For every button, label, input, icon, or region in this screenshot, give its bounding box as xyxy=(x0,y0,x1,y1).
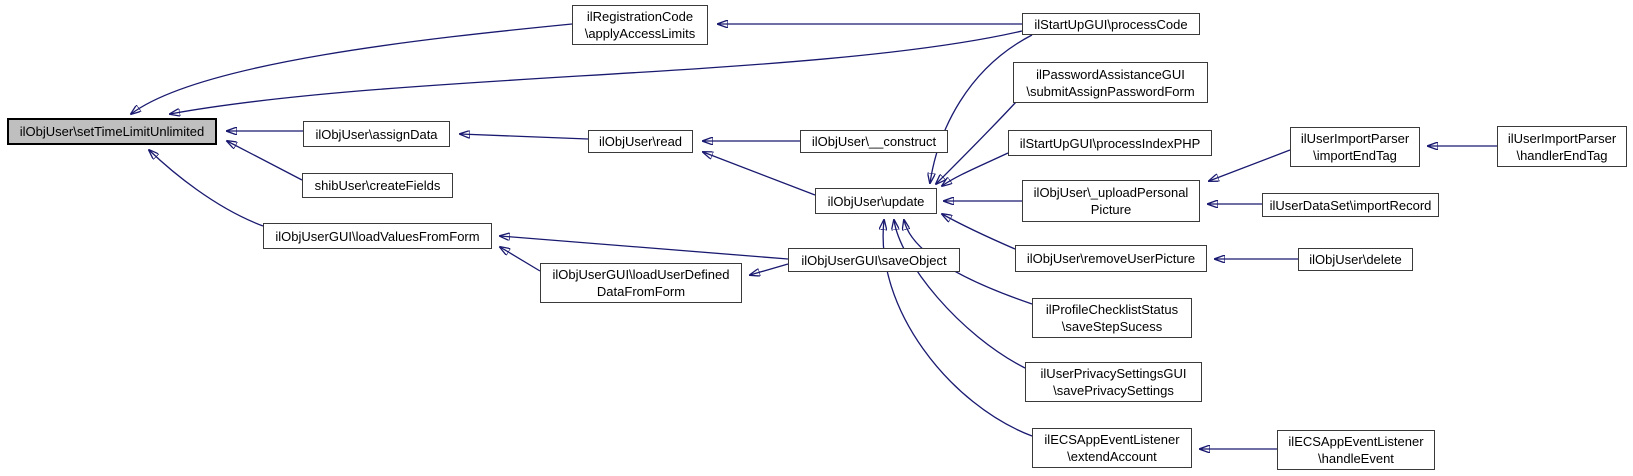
edge-update-read xyxy=(703,152,816,196)
node-ilecsappeventlistener-extendaccount[interactable]: ilECSAppEventListener \extendAccount xyxy=(1032,428,1192,468)
node-ilpasswordassistancegui-submitassignpasswordform[interactable]: ilPasswordAssistanceGUI \submitAssignPas… xyxy=(1013,62,1208,103)
edge-loadUserDefinedDataFromForm-loadValuesFromForm xyxy=(500,247,541,272)
edge-removeUserPicture-update xyxy=(942,214,1016,250)
edge-saveObject-loadUserDefinedDataFromForm xyxy=(750,263,789,275)
node-ilobjusergui-loaduserdefineddatafromform[interactable]: ilObjUserGUI\loadUserDefined DataFromFor… xyxy=(540,263,742,303)
node-iluserimportparser-handlerendtag[interactable]: ilUserImportParser \handlerEndTag xyxy=(1497,126,1627,167)
node-ilobjuser-settimelimitunlimited[interactable]: ilObjUser\setTimeLimitUnlimited xyxy=(7,118,217,145)
node-ilobjuser-removeuserpicture[interactable]: ilObjUser\removeUserPicture xyxy=(1015,245,1207,272)
node-ilprofilecheckliststatus-savestepsucess[interactable]: ilProfileChecklistStatus \saveStepSucess xyxy=(1032,298,1192,338)
node-iluserdataset-importrecord[interactable]: ilUserDataSet\importRecord xyxy=(1262,193,1439,217)
node-ilregistrationcode-applyaccesslimits[interactable]: ilRegistrationCode \applyAccessLimits xyxy=(572,5,708,45)
node-ilobjuser-construct[interactable]: ilObjUser\__construct xyxy=(800,130,948,153)
node-ilobjusergui-saveobject[interactable]: ilObjUserGUI\saveObject xyxy=(788,248,960,272)
edge-read-assignData xyxy=(460,134,589,140)
edge-savePrivacySettings-update xyxy=(894,220,1026,369)
node-ilecsappeventlistener-handleevent[interactable]: ilECSAppEventListener \handleEvent xyxy=(1277,430,1435,470)
edge-processCode-update xyxy=(930,34,1033,183)
node-shibuser-createfields[interactable]: shibUser\createFields xyxy=(302,173,453,198)
edge-createFields-setTimeLimitUnlimited xyxy=(227,141,303,181)
edge-submitAssignPasswordForm-update xyxy=(936,101,1017,184)
node-ilobjuser-read[interactable]: ilObjUser\read xyxy=(588,130,693,153)
node-ilstartupgui-processindexphp[interactable]: ilStartUpGUI\processIndexPHP xyxy=(1008,130,1212,156)
edge-processIndexPHP-update xyxy=(942,152,1009,186)
edge-importEndTag-uploadPersonalPicture xyxy=(1209,149,1291,181)
edge-loadValuesFromForm-setTimeLimitUnlimited xyxy=(149,150,264,227)
node-ilobjuser-uploadpersonalpicture[interactable]: ilObjUser\_uploadPersonal Picture xyxy=(1022,180,1200,222)
node-ilstartupgui-processcode[interactable]: ilStartUpGUI\processCode xyxy=(1022,13,1200,35)
node-iluserimportparser-importendtag[interactable]: ilUserImportParser \importEndTag xyxy=(1290,127,1420,167)
node-ilobjusergui-loadvaluesfromform[interactable]: ilObjUserGUI\loadValuesFromForm xyxy=(263,223,492,249)
node-iluserprivacysettingsgui-saveprivacysettings[interactable]: ilUserPrivacySettingsGUI \savePrivacySet… xyxy=(1025,362,1202,402)
edge-processCode-setTimeLimitUnlimited xyxy=(170,30,1023,114)
node-ilobjuser-delete[interactable]: ilObjUser\delete xyxy=(1298,248,1413,271)
node-ilobjuser-update[interactable]: ilObjUser\update xyxy=(815,188,937,214)
node-ilobjuser-assigndata[interactable]: ilObjUser\assignData xyxy=(303,121,450,147)
edge-applyAccessLimits-setTimeLimitUnlimited xyxy=(131,23,573,114)
edge-saveObject-loadValuesFromForm xyxy=(500,236,789,260)
